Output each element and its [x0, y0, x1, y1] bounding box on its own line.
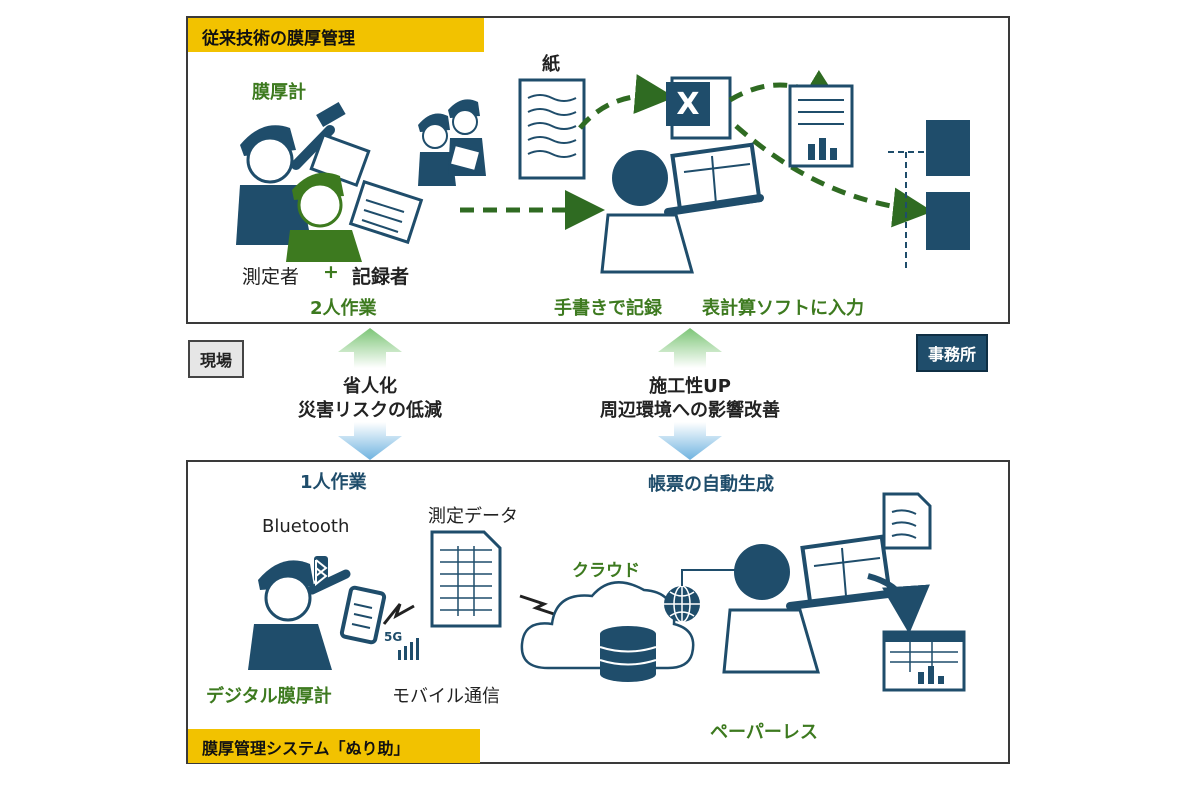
measure-data-label: 測定データ: [428, 506, 518, 527]
worker-gauge-icon: [236, 101, 371, 245]
office-building-icon: [888, 120, 970, 268]
workability-up-text: 施工性UP: [649, 376, 731, 397]
office-worker-laptop-2-icon: [722, 534, 892, 674]
measurement-sheet-icon: [430, 530, 502, 628]
handwrite-label: 手書きで記録: [554, 298, 662, 319]
connector-line: [681, 569, 740, 586]
excel-glyph: X: [676, 87, 699, 122]
labor-saving-text: 省人化: [343, 376, 397, 397]
down-arrow-right-icon: [658, 422, 722, 460]
one-person-label: 1人作業: [300, 472, 367, 493]
digital-gauge-label: デジタル膜厚計: [206, 686, 332, 707]
office-worker-laptop-icon: [600, 142, 764, 274]
paper-doc-icon: [518, 78, 586, 180]
auto-forms-label: 帳票の自動生成: [648, 474, 774, 495]
workers-pair-icon: [418, 99, 486, 186]
excel-icon: [666, 76, 732, 140]
up-arrow-right-icon: [658, 328, 722, 368]
office-tag: 事務所: [916, 334, 989, 372]
fiveg-label: 5G: [384, 630, 403, 644]
top-panel-title: 従来技術の膜厚管理: [188, 18, 484, 52]
spreadsheet-input-label: 表計算ソフトに入力: [702, 298, 864, 319]
auto-generate-arrow-icon: [867, 573, 930, 634]
risk-reduction-text: 災害リスクの低減: [298, 400, 442, 421]
down-arrow-left-icon: [338, 422, 402, 460]
measurer-label: 測定者: [242, 266, 300, 288]
field-tag: 現場: [188, 340, 245, 378]
bottom-panel-title: 膜厚管理システム「ぬり助」: [188, 729, 480, 763]
up-arrow-left-icon: [338, 328, 402, 368]
mobile-label: モバイル通信: [392, 686, 500, 707]
paper-label: 紙: [542, 54, 560, 75]
environment-improve-text: 周辺環境への影響改善: [600, 400, 780, 421]
wireless-bolt-icon: [382, 603, 415, 625]
two-person-label: 2人作業: [310, 298, 377, 319]
bluetooth-icon: [315, 559, 328, 587]
small-doc-icon: [882, 492, 932, 550]
bluetooth-label: Bluetooth: [262, 516, 350, 537]
signal-bars-icon: [398, 638, 419, 660]
worker-recorder-icon: [286, 172, 424, 262]
recorder-label: 記録者: [352, 266, 410, 288]
report-doc-icon: [788, 84, 854, 168]
cloud-label: クラウド: [572, 561, 640, 581]
gauge-label: 膜厚計: [252, 82, 306, 103]
auto-report-icon: [882, 630, 966, 692]
database-icon: [599, 626, 657, 682]
globe-icon: [664, 585, 700, 623]
wireless-bolt-2-icon: [519, 594, 561, 618]
paperless-label: ペーパーレス: [710, 722, 818, 743]
plus-sign: +: [323, 261, 339, 283]
